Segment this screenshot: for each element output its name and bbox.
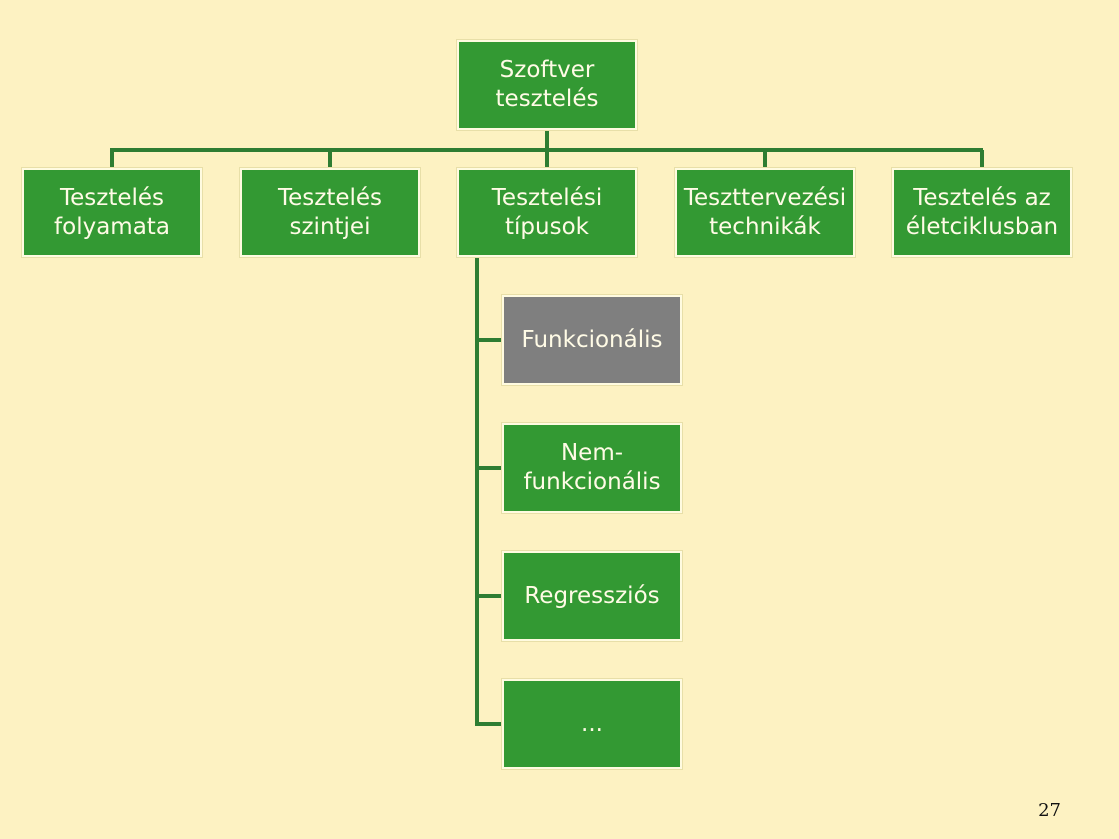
node-tesztelési-típusok: Tesztelési típusok xyxy=(457,168,637,257)
node-tesztelés-szintjei: Tesztelés szintjei xyxy=(240,168,420,257)
node-teszttervezési-technikák: Teszttervezési technikák xyxy=(675,168,855,257)
subtype-nem-funkcionális: Nem- funkcionális xyxy=(502,423,682,513)
page-number: 27 xyxy=(1038,800,1061,821)
node-tesztelés-az-életciklusban: Tesztelés az életciklusban xyxy=(892,168,1072,257)
subtype-funkcionális: Funkcionális xyxy=(502,295,682,385)
root-node: Szoftver tesztelés xyxy=(457,40,637,130)
node-tesztelés-folyamata: Tesztelés folyamata xyxy=(22,168,202,257)
subtype-regressziós: Regressziós xyxy=(502,551,682,641)
subtype-ellipsis: ... xyxy=(502,679,682,769)
